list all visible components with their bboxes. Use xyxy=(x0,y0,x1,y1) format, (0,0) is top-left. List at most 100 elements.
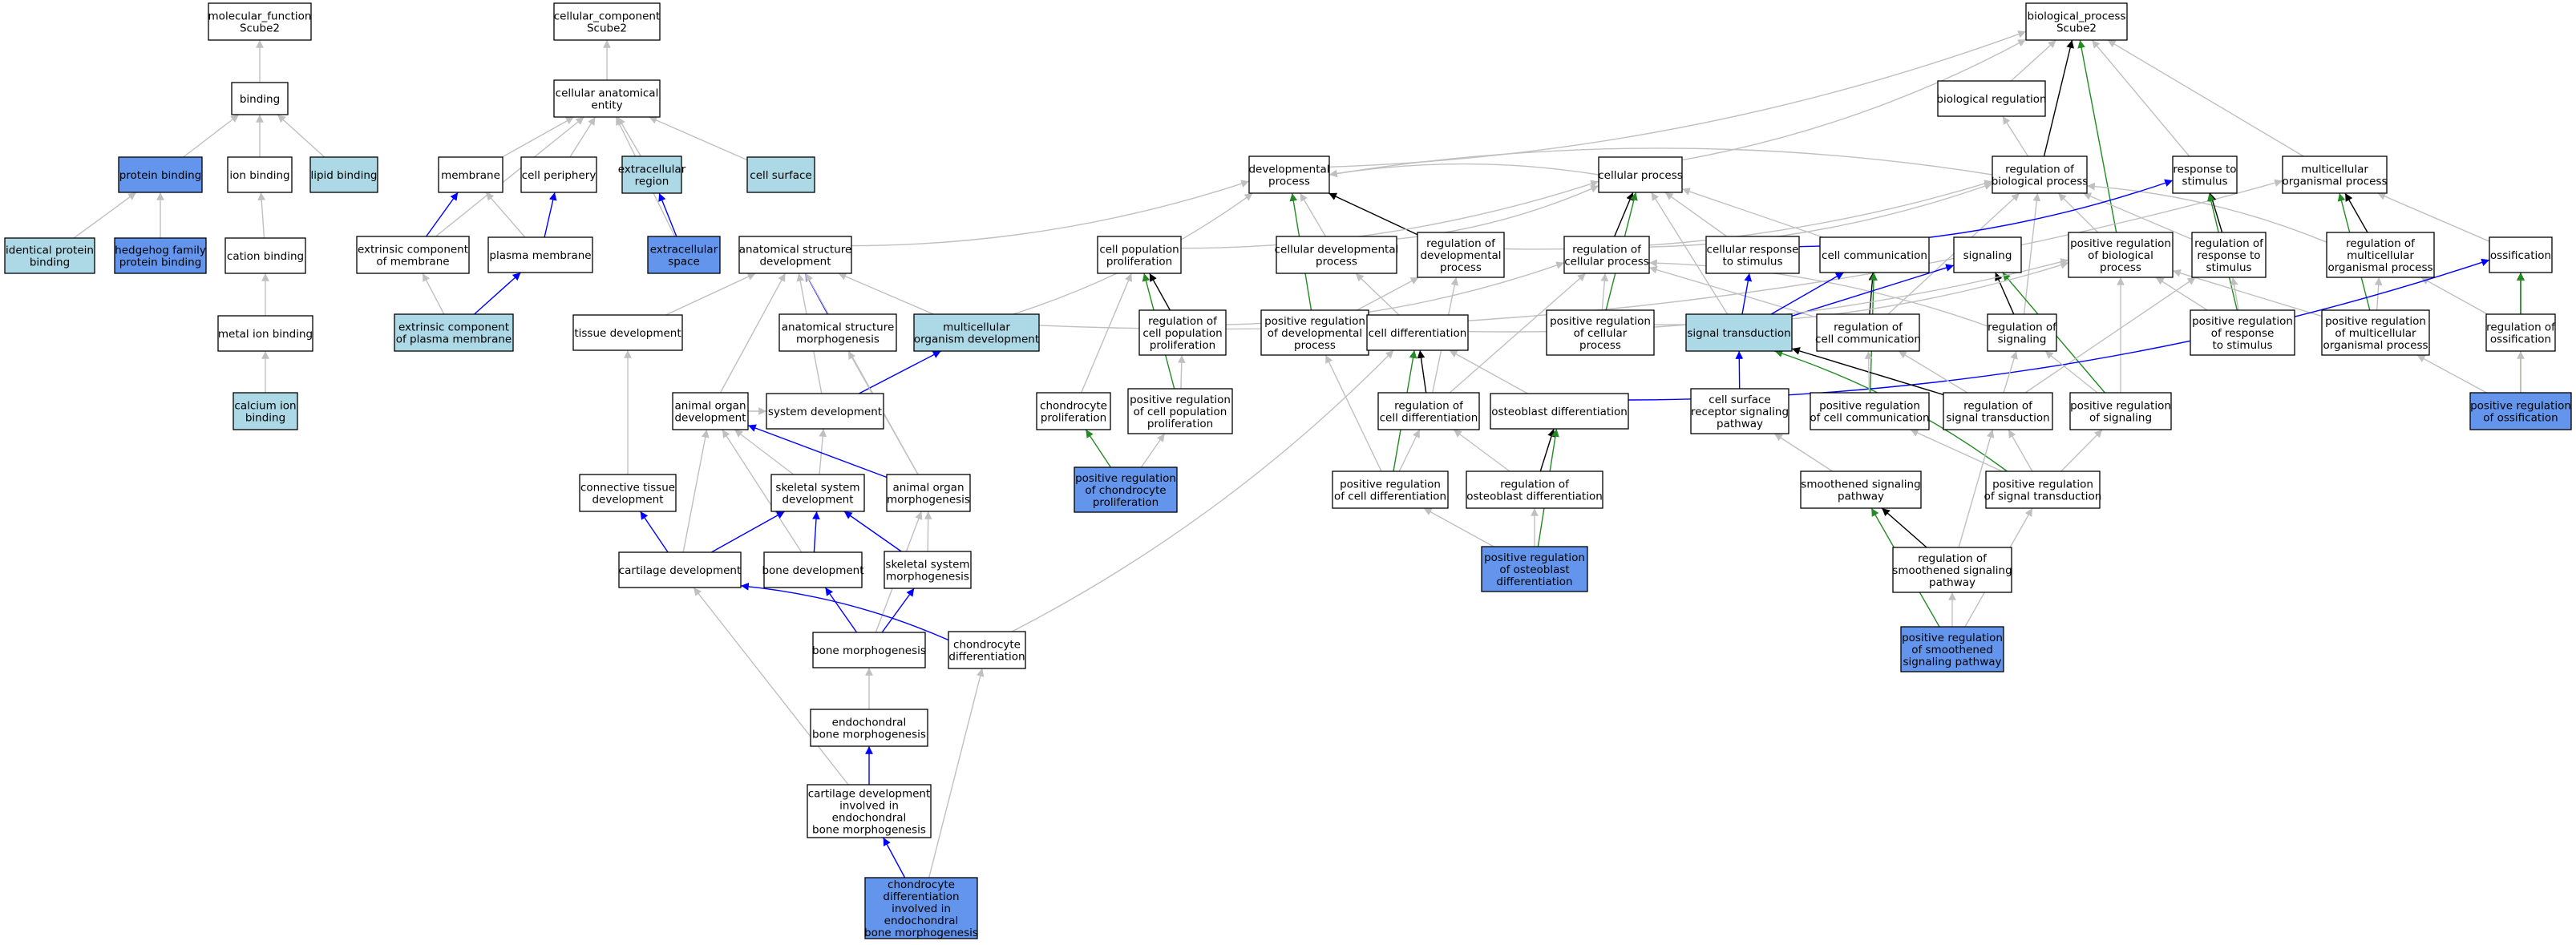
node-label-line: positive regulation xyxy=(2070,237,2171,250)
node-box xyxy=(1937,80,2046,117)
node-label-line: endochondral xyxy=(884,915,959,927)
node-label-line: smoothened signaling xyxy=(1801,479,1920,491)
edge-regsmosp-to-smosp xyxy=(1881,507,1927,548)
edge-regsig-to-signaling xyxy=(1995,272,2015,315)
node-label-line: proliferation xyxy=(1041,412,1106,425)
edge-posregmop-to-posregbp xyxy=(2172,269,2323,317)
node-label-line: development xyxy=(782,494,853,507)
node-box xyxy=(217,315,313,352)
node-label-line: multicellular xyxy=(2301,164,2368,176)
edge-posregchp-to-chprolif xyxy=(1085,429,1111,468)
node-label-line: of cell population xyxy=(1134,406,1227,418)
node-box xyxy=(1992,155,2088,194)
node-box xyxy=(356,236,470,274)
node-box xyxy=(2485,313,2556,352)
edge-smosp-to-csrsp xyxy=(1773,433,1833,472)
node-label-line: positive regulation xyxy=(2070,400,2171,413)
node-label-line: regulation of xyxy=(2194,237,2264,250)
node-label-line: of cell communication xyxy=(1810,412,1929,425)
node-label-line: positive regulation xyxy=(1992,479,2093,491)
node-label-line: proliferation xyxy=(1150,339,1215,352)
edge-regcp-to-regbp xyxy=(1648,182,1993,248)
node-box xyxy=(520,156,597,193)
edge-cellper-to-cae xyxy=(569,116,596,158)
edge-celldiff-to-cdp xyxy=(1355,273,1400,316)
node-label-line: process xyxy=(1316,256,1357,269)
node-signaling: signaling xyxy=(1953,236,2022,273)
node-label-line: regulation of xyxy=(1918,552,1988,565)
node-box xyxy=(224,237,306,274)
edge-chondiff-to-cartdev xyxy=(740,582,949,641)
node-metalbind: metal ion binding xyxy=(217,315,313,352)
node-box xyxy=(1800,470,1922,509)
node-label-line: regulation of xyxy=(1572,244,1642,256)
node-tissuedev: tissue development xyxy=(572,314,683,351)
node-label-line: connective tissue xyxy=(580,482,675,495)
node-label-line: to stimulus xyxy=(2213,339,2273,352)
node-label-line: cell population xyxy=(1099,244,1179,256)
edge-resp-to-bp xyxy=(2091,39,2190,157)
node-label-line: of osteoblast xyxy=(1499,563,1569,576)
node-box xyxy=(1074,466,1178,513)
node-label-line: multicellular xyxy=(943,321,1010,334)
node-box xyxy=(394,313,514,352)
edge-cartdev-to-aod xyxy=(682,429,710,553)
node-label-line: space xyxy=(668,256,700,269)
node-box xyxy=(746,156,815,193)
edge-csrsp-to-sigtrans xyxy=(1735,350,1744,390)
node-box xyxy=(1036,392,1111,430)
edge-bonemorph-to-ssm xyxy=(881,588,915,633)
node-label-line: involved in xyxy=(892,903,951,915)
node-label-line: endochondral xyxy=(832,717,907,729)
node-label-line: cartilage development xyxy=(808,788,931,801)
node-box xyxy=(1987,313,2057,352)
node-label-line: morphogenesis xyxy=(796,333,880,346)
node-label-line: cell surface xyxy=(750,169,811,182)
edge-ostdiff-to-celldiff xyxy=(1449,349,1528,394)
node-box xyxy=(2321,309,2430,356)
node-cellper: cell periphery xyxy=(520,156,597,193)
node-label-line: cell communication xyxy=(1822,249,1927,262)
node-label-line: biological regulation xyxy=(1936,93,2046,106)
node-protbind: protein binding xyxy=(118,156,203,193)
node-label-line: of membrane xyxy=(376,256,449,269)
node-label-line: Scube2 xyxy=(2056,22,2097,35)
node-box xyxy=(233,392,298,430)
edge-posregchp-to-posregcpp xyxy=(1140,433,1166,468)
node-label-line: plasma membrane xyxy=(489,249,591,262)
node-box xyxy=(487,236,593,273)
edge-sigtrans-to-cellproc xyxy=(1651,192,1729,315)
node-box xyxy=(766,393,884,430)
node-box xyxy=(118,156,203,193)
node-label-line: process xyxy=(1579,339,1621,352)
node-box xyxy=(1953,236,2022,273)
node-label-line: chondrocyte xyxy=(888,878,955,891)
node-label-line: signal transduction xyxy=(1687,327,1790,340)
node-box xyxy=(672,392,749,430)
node-box xyxy=(812,632,926,668)
node-label-line: organismal process xyxy=(2282,176,2387,188)
edge-sigtrans-to-signaling xyxy=(1791,264,1955,317)
node-cellproc: cellular process xyxy=(1598,156,1683,193)
edge-cellproc-to-bp xyxy=(1681,38,2027,161)
edge-regoss-to-regmop xyxy=(2420,277,2488,315)
edge-chdiebm-to-chondiff xyxy=(928,668,985,878)
node-label-line: of smoothened xyxy=(1911,644,1993,656)
node-label-line: of signaling xyxy=(2089,412,2152,425)
node-label-line: extracellular xyxy=(618,164,686,176)
edge-asd-to-devproc xyxy=(851,180,1250,247)
